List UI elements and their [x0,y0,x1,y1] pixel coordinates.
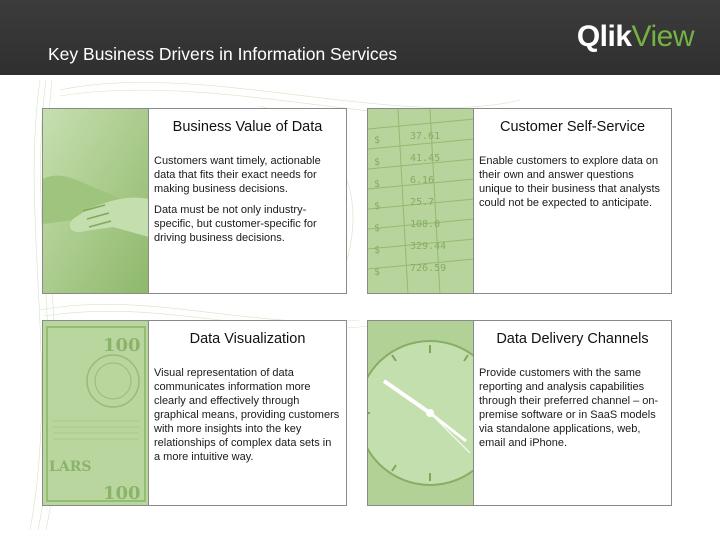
logo-text-view: View [631,20,695,53]
svg-text:37.61: 37.61 [410,131,440,142]
svg-text:100: 100 [103,335,141,356]
svg-text:$: $ [374,157,380,168]
svg-text:108.0: 108.0 [410,219,440,230]
panel-title: Business Value of Data [172,119,323,135]
panel-body: Visual representation of data communicat… [154,366,340,471]
svg-text:329.44: 329.44 [410,241,446,252]
svg-text:100: 100 [103,483,141,504]
panel-data-visualization: 100 100 LARS Data Visualization Visual r… [42,320,347,506]
svg-text:41.45: 41.45 [410,153,440,164]
spreadsheet-image: $37.61 $41.45 $6.16 $25.7 $108.0 $329.44… [368,109,474,293]
panel-title: Data Delivery Channels [496,331,649,347]
panel-paragraph: Enable customers to explore data on thei… [479,155,661,209]
panel-paragraph: Customers want timely, actionable data t… [154,155,321,195]
clock-image [368,321,474,505]
panel-customer-self-service: $37.61 $41.45 $6.16 $25.7 $108.0 $329.44… [367,108,672,294]
svg-text:25.7: 25.7 [410,197,434,208]
panel-body: Enable customers to explore data on thei… [479,154,665,217]
svg-text:$: $ [374,267,380,278]
panel-body: Provide customers with the same reportin… [479,366,665,457]
qlikview-logo: QlikView [576,20,695,54]
svg-text:LARS: LARS [49,459,91,475]
header-bar: Key Business Drivers in Information Serv… [0,0,720,75]
svg-text:6.16: 6.16 [410,175,434,186]
panel-data-delivery-channels: Data Delivery Channels Provide customers… [367,320,672,506]
panel-business-value: Business Value of Data Customers want ti… [42,108,347,294]
svg-text:$: $ [374,223,380,234]
svg-text:$: $ [374,179,380,190]
handshake-image [43,109,149,293]
logo-text-qlik: Qlik [576,20,632,53]
panel-title: Data Visualization [189,331,306,347]
svg-text:$: $ [374,245,380,256]
dollar-bill-image: 100 100 LARS [43,321,149,505]
svg-text:726.59: 726.59 [410,263,446,274]
svg-text:$: $ [374,201,380,212]
panel-title: Customer Self-Service [499,119,646,135]
svg-text:$: $ [374,135,380,146]
page-title: Key Business Drivers in Information Serv… [48,44,398,64]
panel-paragraph: Data must be not only industry-specific,… [154,204,317,244]
panel-body: Customers want timely, actionable data t… [154,154,340,252]
panel-paragraph: Provide customers with the same reportin… [479,367,659,449]
panel-paragraph: Visual representation of data communicat… [154,367,340,463]
